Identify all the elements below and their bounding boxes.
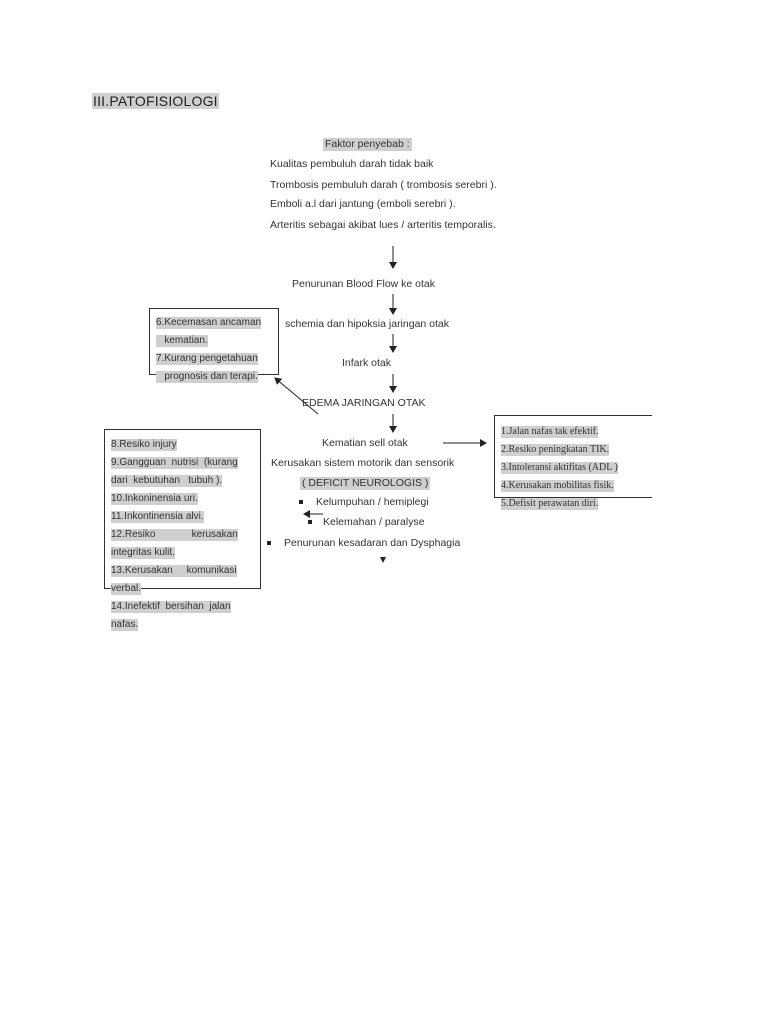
- flow-step-edema: EDEMA JARINGAN OTAK: [302, 397, 426, 409]
- bullet-item: Kelemahan / paralyse: [323, 516, 425, 528]
- flow-step-deficit: ( DEFICIT NEUROLOGIS ): [300, 477, 431, 490]
- flow-step-blood-flow: Penurunan Blood Flow ke otak: [292, 278, 436, 290]
- box-line: 7.Kurang pengetahuan: [156, 353, 258, 365]
- box-nursing-diagnoses: 1.Jalan nafas tak efektif. 2.Resiko peni…: [494, 415, 652, 510]
- arrow-head-end: [380, 557, 386, 563]
- cause-item: Emboli a.l dari jantung (emboli serebri …: [270, 198, 456, 210]
- box-line: 11.Inkontinensia alvi.: [111, 511, 204, 523]
- box-risk-list: 8.Resiko injury 9.Gangguan nutrisi (kura…: [104, 429, 261, 631]
- box-line: 4.Kerusakan mobilitas fisik.: [501, 480, 614, 492]
- bullet-item: Kelumpuhan / hemiplegi: [316, 496, 429, 508]
- bullet-icon: [299, 500, 303, 504]
- box-line: 10.Inkoninensia uri.: [111, 493, 198, 505]
- box-line: integritas kulit.: [111, 547, 175, 559]
- box-line: dari kebutuhan tubuh ).: [111, 475, 223, 487]
- box-line: nafas.: [111, 619, 139, 631]
- flow-step-kerusakan: Kerusakan sistem motorik dan sensorik: [271, 457, 455, 469]
- causes-title: Faktor penyebab :: [323, 138, 412, 151]
- box-line: 13.Kerusakan komunikasi: [111, 565, 237, 577]
- flow-step-ischemia: schemia dan hipoksia jaringan otak: [285, 318, 450, 330]
- box-anxiety-knowledge: 6.Kecemasan ancaman kematian. 7.Kurang p…: [149, 308, 279, 383]
- cause-item: Trombosis pembuluh darah ( trombosis ser…: [270, 179, 497, 191]
- box-line: prognosis dan terapi.: [156, 371, 258, 383]
- cause-item: Kualitas pembuluh darah tidak baik: [270, 158, 434, 170]
- box-line: kematian.: [156, 335, 208, 347]
- arrow-diagonal: [274, 377, 319, 415]
- box-line: 9.Gangguan nutrisi (kurang: [111, 457, 238, 469]
- page-heading: III.PATOFISIOLOGI: [92, 93, 219, 109]
- box-line: 3.Intoleransi aktifitas (ADL ): [501, 462, 618, 474]
- box-line: 1.Jalan nafas tak efektif.: [501, 426, 599, 438]
- bullet-icon: [267, 541, 271, 545]
- box-line: 14.Inefektif bersihan jalan: [111, 601, 231, 613]
- box-line: 8.Resiko injury: [111, 439, 177, 451]
- flow-step-kematian: Kematian sell otak: [322, 437, 408, 449]
- box-line: verbal.: [111, 583, 142, 595]
- bullet-icon: [308, 520, 312, 524]
- bullet-item: Penurunan kesadaran dan Dysphagia: [284, 537, 461, 549]
- box-line: 2.Resiko peningkatan TIK.: [501, 444, 610, 456]
- box-line: 5.Defisit perawatan diri.: [501, 498, 599, 510]
- box-line: 12.Resiko kerusakan: [111, 529, 238, 541]
- flow-step-infark: Infark otak: [342, 357, 392, 369]
- box-line: 6.Kecemasan ancaman: [156, 317, 262, 329]
- cause-item: Arteritis sebagai akibat lues / arteriti…: [270, 219, 496, 231]
